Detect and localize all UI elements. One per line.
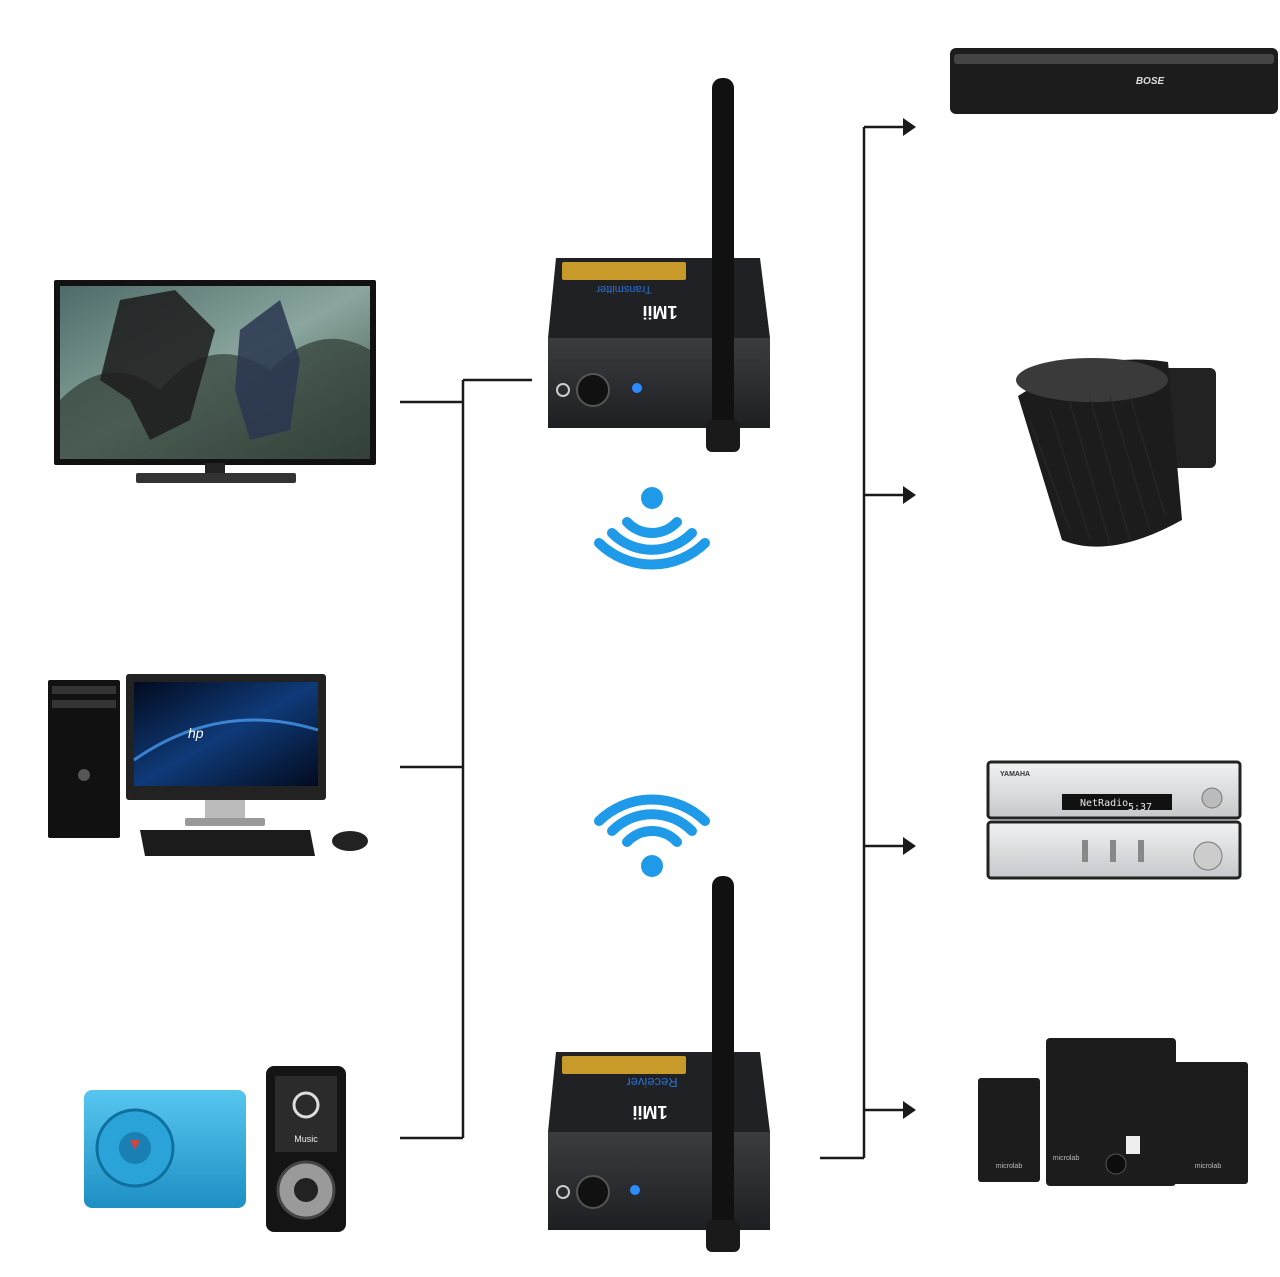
arrow-head-speakers (903, 1101, 916, 1119)
hifi-display-text: NetRadio (1080, 798, 1128, 809)
soundbar-icon: BOSE (950, 48, 1278, 114)
source-bus-line (400, 378, 532, 1140)
hifi-display-time: 5:37 (1128, 802, 1152, 813)
pc-logo: hp (188, 725, 204, 741)
television-icon (54, 280, 376, 483)
transmitter-panel-text: Transmitter (596, 283, 652, 295)
hifi-stereo-icon: YAMAHA NetRadio 5:37 (986, 760, 1242, 880)
wireless-transmitter-icon: Transmitter 1Mii (548, 78, 770, 452)
transmitter-brand: 1Mii (642, 302, 677, 322)
wireless-receiver-icon: Receiver 1Mii (548, 876, 770, 1252)
speaker-brand-right: microlab (1195, 1163, 1222, 1170)
player-screen-label: Music (294, 1134, 318, 1144)
arrow-heads (903, 118, 916, 1119)
mp3-player-icon: Music (84, 1066, 346, 1232)
receiver-brand: 1Mii (632, 1102, 667, 1122)
connector-lines (400, 118, 916, 1160)
speaker-system-icon: microlab microlab microlab (978, 1038, 1248, 1186)
arrow-head-smart-speaker (903, 486, 916, 504)
receiver-panel-text: Receiver (626, 1075, 678, 1090)
wifi-broadcast-down-icon (594, 487, 710, 570)
wifi-broadcast-up-icon (594, 794, 710, 877)
hifi-brand: YAMAHA (1000, 771, 1030, 778)
soundbar-brand: BOSE (1136, 76, 1165, 87)
desktop-computer-icon: hp (48, 674, 368, 856)
arrow-head-soundbar (903, 118, 916, 136)
speaker-brand-left: microlab (996, 1163, 1023, 1170)
output-bus-line (820, 125, 906, 1160)
smart-speaker-icon (1016, 358, 1216, 547)
speaker-brand-center: microlab (1053, 1155, 1080, 1162)
arrow-head-hifi (903, 837, 916, 855)
